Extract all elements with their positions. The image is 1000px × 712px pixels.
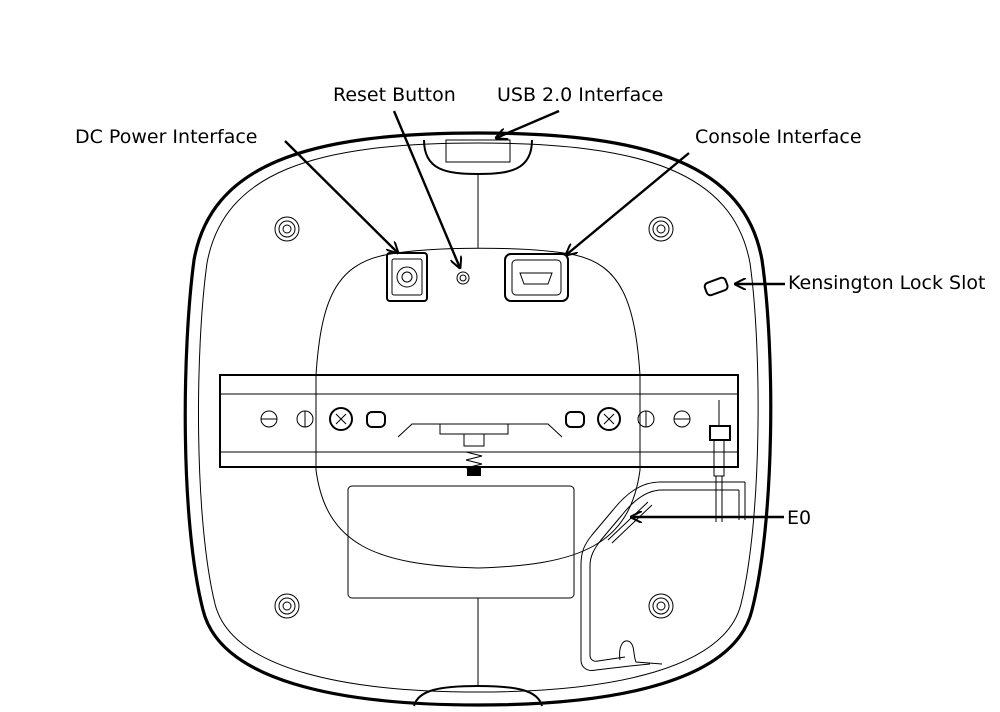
label-area xyxy=(347,485,575,599)
cable-channel-inner xyxy=(589,489,739,662)
usb-notch xyxy=(423,139,533,176)
mounting-bracket xyxy=(219,374,739,476)
label-dc-power: DC Power Interface xyxy=(75,126,258,148)
leader-console xyxy=(566,152,690,255)
recessed-panel xyxy=(315,247,641,569)
cable-channel-hook xyxy=(619,640,663,665)
leader-reset xyxy=(392,110,460,268)
label-kensington: Kensington Lock Slot xyxy=(788,272,985,294)
console-port xyxy=(504,253,569,302)
kensington-lock-slot xyxy=(703,276,729,297)
leader-dc-power xyxy=(284,140,398,253)
reset-button xyxy=(456,271,470,285)
bracket-latch xyxy=(709,400,731,522)
screw-top-left xyxy=(274,216,300,242)
screw-top-right xyxy=(648,216,674,242)
screw-bottom-right xyxy=(648,593,674,619)
screw-bottom-left xyxy=(274,593,300,619)
cable-channel-outer xyxy=(580,481,745,671)
cable-channel-hatch xyxy=(607,501,653,544)
device-outer-shell xyxy=(183,131,773,707)
label-e0: E0 xyxy=(787,507,811,529)
label-usb: USB 2.0 Interface xyxy=(497,84,663,106)
label-reset: Reset Button xyxy=(333,84,456,106)
usb-port xyxy=(445,139,511,163)
label-console: Console Interface xyxy=(695,126,862,148)
leader-usb xyxy=(496,109,560,138)
device-inner-shell xyxy=(198,142,759,693)
dc-power-port xyxy=(386,252,428,302)
